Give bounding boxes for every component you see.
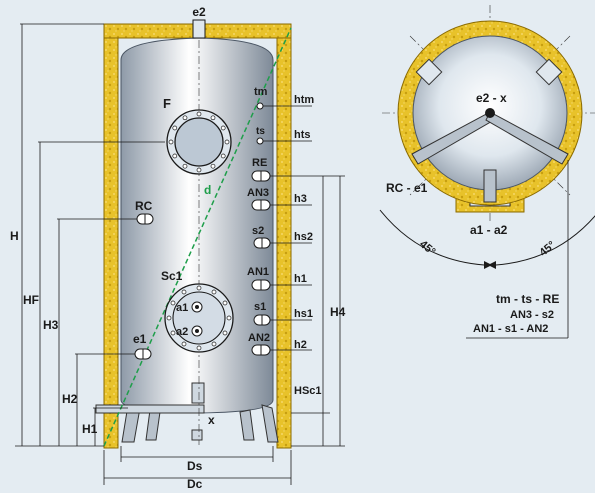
label-hs1: hs1 <box>294 308 313 320</box>
label-a2: a2 <box>176 326 188 338</box>
port-RC <box>136 213 154 225</box>
label-top-center: e2 - x <box>476 91 507 105</box>
legend-line1: tm - ts - RE <box>496 292 559 306</box>
top-view: e2 - x RC - e1 a1 - a2 45° 45° tm - ts -… <box>379 5 595 339</box>
label-HSc1: HSc1 <box>294 385 322 397</box>
label-H4: H4 <box>330 305 346 319</box>
label-angle-right: 45° <box>537 239 557 259</box>
side-view: e2 x d F <box>10 5 346 491</box>
label-a1: a1 <box>176 302 188 314</box>
insulation-left <box>103 23 119 449</box>
nozzle-e2 <box>192 19 206 39</box>
label-Sc1: Sc1 <box>161 269 183 283</box>
label-HF: HF <box>23 293 39 307</box>
tank-legs <box>121 404 279 443</box>
label-H1: H1 <box>82 422 98 436</box>
label-e2: e2 <box>192 5 206 19</box>
label-e1: e1 <box>133 332 147 346</box>
label-tm: tm <box>254 86 268 98</box>
label-hs2: hs2 <box>294 231 313 243</box>
label-RC: RC <box>135 199 153 213</box>
label-angle-left: 45° <box>417 238 437 258</box>
top-center <box>485 108 495 118</box>
label-s2: s2 <box>252 225 264 237</box>
label-top-rc-e1: RC - e1 <box>386 181 428 195</box>
label-AN2: AN2 <box>248 332 270 344</box>
label-RE: RE <box>252 157 267 169</box>
top-pipes <box>411 111 569 203</box>
label-h1: h1 <box>294 273 307 285</box>
angle-arc-right <box>495 215 595 266</box>
label-x: x <box>208 413 215 427</box>
right-leaders <box>263 105 345 447</box>
legend-line3: AN1 - s1 - AN2 <box>473 323 548 335</box>
port-e1 <box>134 348 152 360</box>
label-h3: h3 <box>294 193 307 205</box>
label-s1: s1 <box>254 301 266 313</box>
label-AN3: AN3 <box>247 187 269 199</box>
label-hts: hts <box>294 129 311 141</box>
label-h2: h2 <box>294 339 307 351</box>
label-H3: H3 <box>43 318 59 332</box>
label-F: F <box>163 96 171 111</box>
drain-pipe <box>95 382 205 441</box>
flange-Sc1 <box>164 283 234 353</box>
label-Ds: Ds <box>187 459 203 473</box>
angle-arc-left <box>379 209 485 266</box>
diameter-dimensions <box>103 446 292 485</box>
label-ts: ts <box>256 126 265 137</box>
diagonal-d <box>103 27 292 447</box>
flange-F <box>166 109 232 175</box>
label-htm: htm <box>294 94 314 106</box>
legend-line2: AN3 - s2 <box>510 309 554 321</box>
left-dimensions <box>15 23 165 447</box>
label-AN1: AN1 <box>247 266 269 278</box>
label-Dc: Dc <box>187 477 203 488</box>
label-H: H <box>10 229 19 243</box>
label-top-a1-a2: a1 - a2 <box>470 223 508 237</box>
label-H2: H2 <box>62 392 78 406</box>
label-d: d <box>204 183 211 197</box>
insulation-right <box>276 23 292 449</box>
